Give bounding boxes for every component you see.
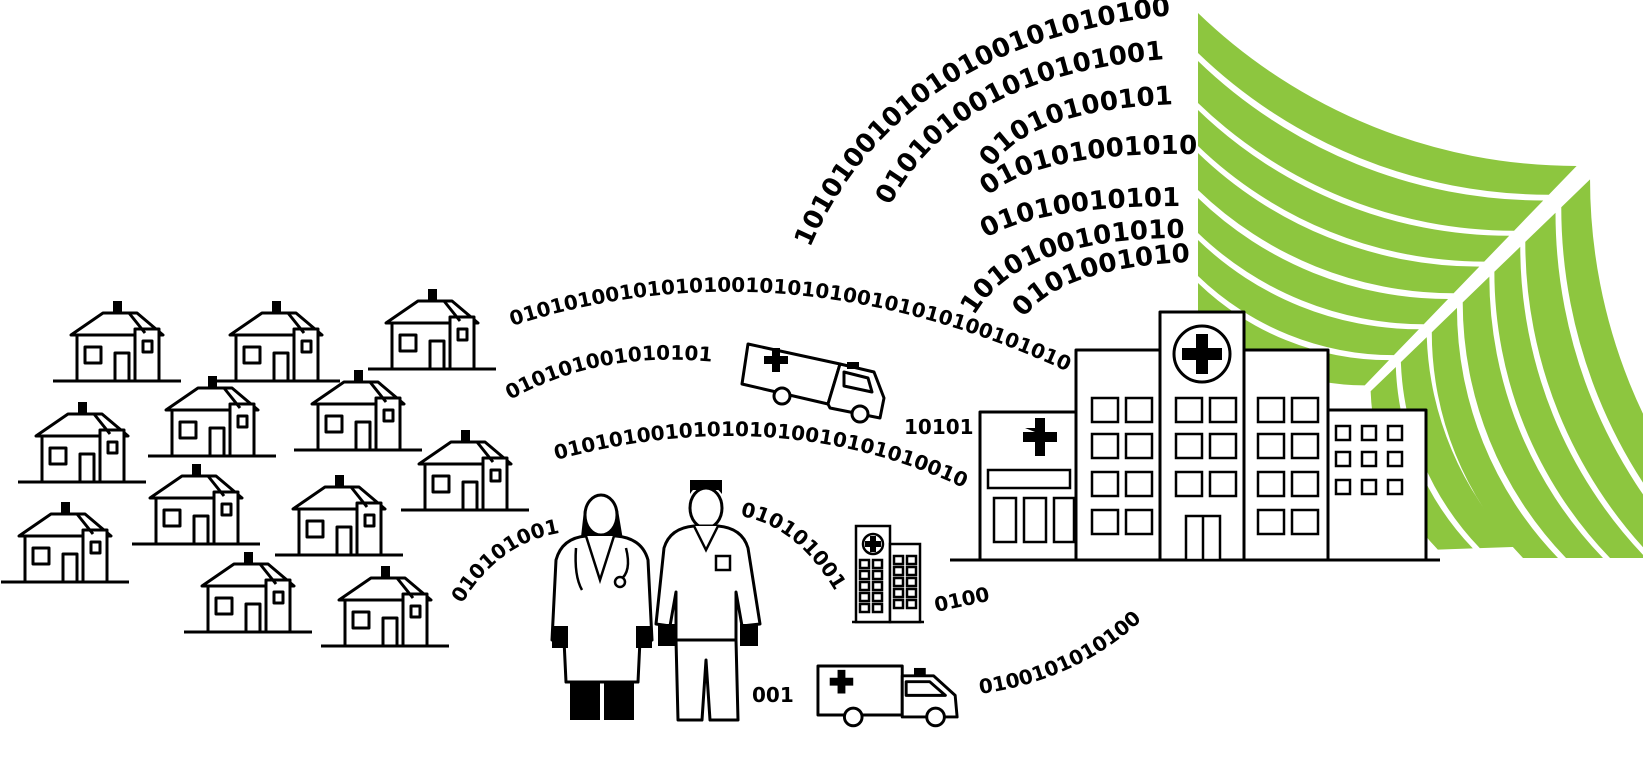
small-hospital-window xyxy=(892,565,905,577)
doctor-icon xyxy=(550,493,654,720)
hospital-window xyxy=(1208,432,1238,460)
house-icon xyxy=(399,428,531,512)
small-hospital-window xyxy=(892,576,905,588)
small-hospital-window xyxy=(871,558,884,570)
binary-bottom-right: 0100101010100 xyxy=(977,606,1145,699)
binary-tiny: 001 xyxy=(752,683,794,707)
hospital-window xyxy=(1290,508,1320,536)
signal-arc-segment xyxy=(1198,110,1510,262)
small-hospital-window xyxy=(905,576,918,588)
hospital-window xyxy=(1124,508,1154,536)
house-icon xyxy=(146,374,278,458)
binary-small-right: 0100 xyxy=(932,582,991,617)
hospital-window xyxy=(1290,396,1320,424)
binary-left-mid: 010101001010101 xyxy=(501,341,713,405)
small-hospital-icon xyxy=(852,524,924,624)
binary-left-bottom: 010101001 xyxy=(446,514,561,606)
hospital-window xyxy=(1090,470,1120,498)
house-icon xyxy=(210,299,342,383)
signal-arc-segment xyxy=(1198,240,1419,356)
hospital-window xyxy=(1360,424,1378,442)
hospital-window xyxy=(1090,396,1120,424)
hospital-window xyxy=(1256,508,1286,536)
small-hospital-window xyxy=(858,569,871,581)
hospital-window xyxy=(1386,424,1404,442)
signal-arc-segment xyxy=(1198,198,1449,325)
house-icon xyxy=(319,564,451,648)
ambulance-icon xyxy=(816,664,959,728)
small-hospital-window xyxy=(905,598,918,610)
hospital-window xyxy=(1256,470,1286,498)
small-hospital-window xyxy=(871,580,884,592)
hospital-window xyxy=(1256,396,1286,424)
hospital-window xyxy=(1124,470,1154,498)
small-hospital-window xyxy=(905,554,918,566)
hospital-window xyxy=(1360,478,1378,496)
house-icon xyxy=(182,550,314,634)
signal-arc-segment xyxy=(1561,179,1643,483)
small-hospital-window xyxy=(858,580,871,592)
hospital-window xyxy=(1386,450,1404,468)
signal-arc-segment xyxy=(1198,13,1577,195)
small-hospital-window xyxy=(858,602,871,614)
small-hospital-window xyxy=(871,591,884,603)
house-icon xyxy=(51,299,183,383)
signal-arc-segment xyxy=(1198,61,1544,231)
signal-arc-segment xyxy=(1198,283,1390,386)
hospital-window xyxy=(1174,432,1204,460)
hospital-window xyxy=(1360,450,1378,468)
nurse-icon xyxy=(654,480,762,722)
small-hospital-window xyxy=(871,602,884,614)
signal-arc-segment xyxy=(1462,276,1603,558)
signal-arc-segment xyxy=(1494,246,1643,558)
signal-arc-segment xyxy=(1431,307,1558,558)
hospital-icon xyxy=(950,310,1440,562)
binary-long-mid: 0101010010101010100101010100101010101010… xyxy=(0,0,972,493)
binary-right-bottom: 010101001 xyxy=(739,497,851,593)
small-hospital-window xyxy=(905,565,918,577)
binary-long-top: 0101010010101010010101010010101010010101… xyxy=(0,0,1075,376)
ambulance-icon xyxy=(740,342,886,424)
hospital-window xyxy=(1290,470,1320,498)
house-icon xyxy=(273,473,405,557)
signal-arc-segment xyxy=(1400,337,1516,549)
house-icon xyxy=(366,287,498,371)
hospital-window xyxy=(1208,396,1238,424)
small-hospital-window xyxy=(892,587,905,599)
small-hospital-window xyxy=(858,558,871,570)
small-hospital-window xyxy=(858,591,871,603)
hospital-window xyxy=(1334,450,1352,468)
house-icon xyxy=(0,500,131,584)
hospital-window xyxy=(1256,432,1286,460)
signal-arc-segment xyxy=(1525,212,1643,548)
hospital-window xyxy=(1386,478,1404,496)
hospital-window xyxy=(1090,432,1120,460)
hospital-window xyxy=(1290,432,1320,460)
small-hospital-window xyxy=(871,569,884,581)
signal-arcs-icon xyxy=(1198,13,1643,558)
binary-short-right: 10101 xyxy=(904,415,974,439)
hospital-window xyxy=(1174,396,1204,424)
hospital-window xyxy=(1208,470,1238,498)
hospital-window xyxy=(1174,470,1204,498)
hospital-window xyxy=(1090,508,1120,536)
small-hospital-window xyxy=(892,554,905,566)
hospital-window xyxy=(1334,478,1352,496)
small-hospital-window xyxy=(905,587,918,599)
house-icon xyxy=(16,400,148,484)
hospital-window xyxy=(1124,432,1154,460)
hospital-window xyxy=(1124,396,1154,424)
small-hospital-window xyxy=(892,598,905,610)
hospital-window xyxy=(1334,424,1352,442)
house-icon xyxy=(130,462,262,546)
signal-arc-segment xyxy=(1198,153,1480,294)
